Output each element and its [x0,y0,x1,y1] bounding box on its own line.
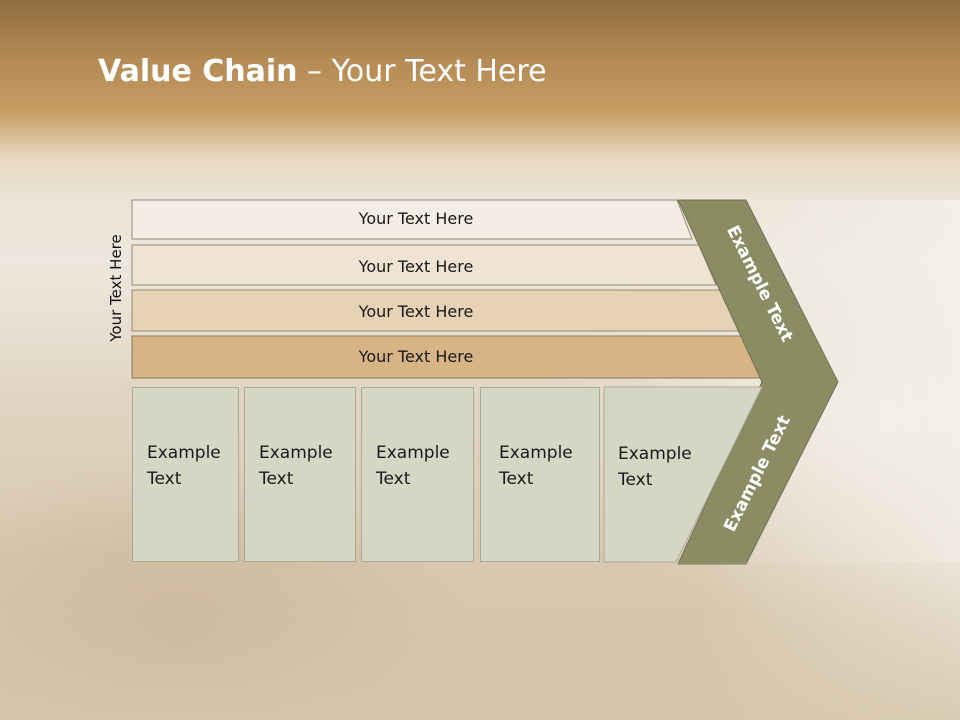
bar-label-4: Your Text Here [358,347,474,366]
bar-shape-2[interactable] [131,244,717,286]
slide-title[interactable]: Value Chain – Your Text Here [98,54,547,89]
box-2-line1: Example [259,443,333,463]
title-rest: – Your Text Here [297,54,547,89]
bar-label-3: Your Text Here [358,302,474,321]
box-2[interactable]: Example Text [244,387,356,562]
box-5-line2: Text [617,470,653,490]
box-2-line2: Text [259,469,294,489]
box-1-line2: Text [147,469,182,489]
box-5-line1: Example [618,444,692,464]
bar-label-2: Your Text Here [358,257,474,276]
box-4-line2: Text [499,469,534,489]
box-3-line2: Text [376,469,411,489]
box-4[interactable]: Example Text [480,387,600,562]
box-3-line1: Example [376,443,450,463]
box-1[interactable]: Example Text [132,387,239,562]
title-bold: Value Chain [98,54,298,89]
reflection [0,562,960,720]
box-4-line1: Example [499,443,573,463]
box-3[interactable]: Example Text [361,387,474,562]
box-1-line1: Example [147,443,221,463]
bar-shape-1[interactable] [131,199,693,240]
bar-label-1: Your Text Here [358,209,474,228]
reflection-fade [0,562,960,720]
